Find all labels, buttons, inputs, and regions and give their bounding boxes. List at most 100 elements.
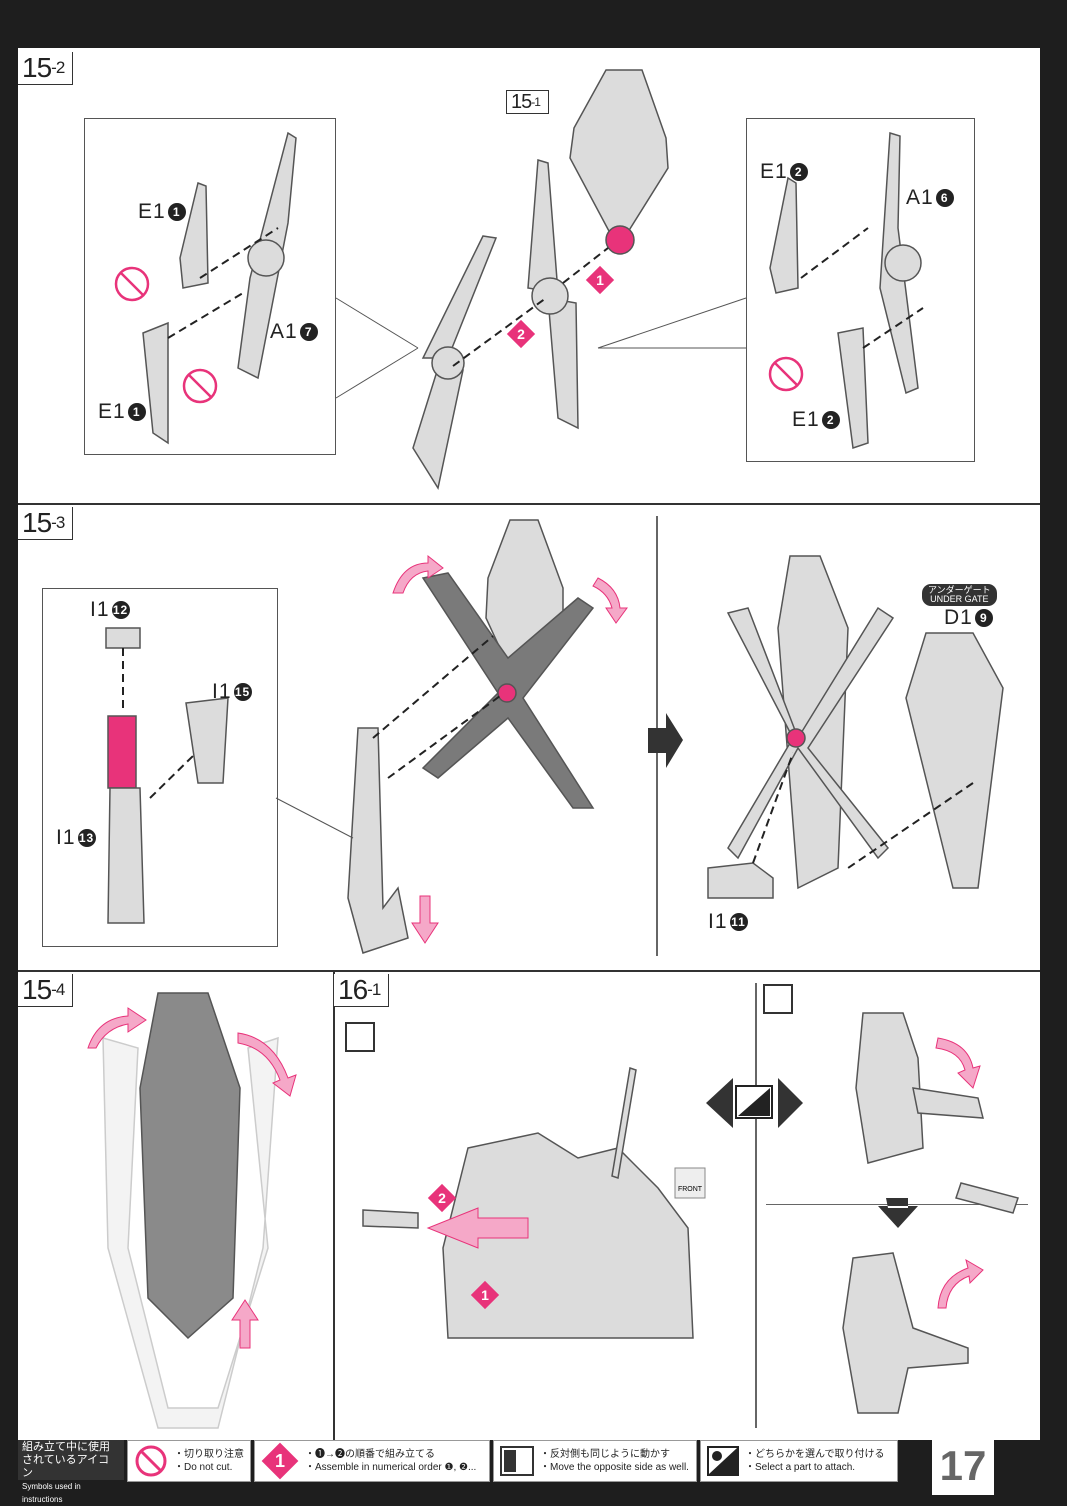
down-arrow-icon xyxy=(411,895,439,944)
part-code: I1 xyxy=(56,826,76,849)
under-gate-en: UNDER GATE xyxy=(930,594,989,604)
move-opposite-icon xyxy=(345,984,793,1052)
antenna xyxy=(611,1067,637,1179)
divider xyxy=(18,503,1040,505)
step-15-2-label: 15-2 xyxy=(18,52,74,85)
part-e1-2-upper xyxy=(769,176,799,294)
part-code: I1 xyxy=(708,910,728,933)
part-i1-11 xyxy=(707,862,774,899)
legend-text-en: ・Do not cut. xyxy=(174,1462,233,1473)
assembly-arrow xyxy=(752,752,794,864)
part-i1-13-shaft xyxy=(107,787,145,924)
legend-heading-jp: 組み立て中に使用されているアイコン xyxy=(22,1441,110,1479)
part-e1-1-lower xyxy=(142,321,169,445)
legend-text-jp: ・切り取り注意 xyxy=(174,1449,244,1460)
part-number: 11 xyxy=(729,913,748,931)
part-e1-2-lower xyxy=(837,327,869,449)
order-badge-1: 1 xyxy=(585,265,615,295)
folded-wing-ghost xyxy=(102,1036,279,1429)
step-sub: -4 xyxy=(51,980,65,999)
step-number: 16 xyxy=(338,974,368,1005)
part-number: 9 xyxy=(974,609,993,627)
legend-text-en: ・Select a part to attach. xyxy=(745,1462,856,1473)
step-number: 15 xyxy=(22,974,52,1005)
assembly-arrow xyxy=(199,227,279,279)
assembly-illustrations xyxy=(87,69,1019,1429)
legend-heading: 組み立て中に使用されているアイコン Symbols used in instru… xyxy=(18,1440,124,1504)
legend-numerical-order: 1 ・❶→❷の順番で組み立てる・Assemble in numerical or… xyxy=(254,1440,490,1482)
step-15-1-ref: 15-1 xyxy=(506,90,549,114)
down-arrow-icon xyxy=(878,1198,918,1228)
step-number: 15 xyxy=(511,91,532,113)
part-code: I1 xyxy=(212,680,232,703)
callout-line xyxy=(335,347,419,399)
arm-part-bottom xyxy=(842,1252,969,1414)
part-number: 1 xyxy=(167,203,186,221)
do-not-cut-icon xyxy=(135,1445,167,1477)
order-badge-1: 1 xyxy=(470,1280,500,1310)
legend-text-en: ・Assemble in numerical order ❶, ❷... xyxy=(305,1462,477,1473)
select-part-icon xyxy=(707,1446,739,1476)
part-e1-1-upper xyxy=(179,181,209,289)
fin-right-lower xyxy=(547,297,579,430)
up-arrow-icon xyxy=(231,1299,259,1349)
assembly-arrow xyxy=(452,297,547,367)
part-number: 7 xyxy=(299,323,318,341)
under-gate-jp: アンダーゲート xyxy=(928,585,991,595)
badge-number: 1 xyxy=(481,1287,489,1303)
assembly-arrow xyxy=(149,752,197,799)
badge-number: 1 xyxy=(596,272,604,288)
part-i1-13 xyxy=(107,715,137,789)
callout-line xyxy=(335,297,419,349)
next-arrow-icon xyxy=(648,713,683,768)
part-number: 13 xyxy=(77,829,96,847)
rotate-arrow-icon xyxy=(937,1258,984,1309)
part-number: 2 xyxy=(789,163,808,181)
legend-text-jp: ・❶→❷の順番で組み立てる xyxy=(305,1449,435,1460)
fin-right xyxy=(527,159,559,294)
instruction-page: 15-2 15-1 15-3 15-4 16-1 xyxy=(18,48,1040,1440)
small-part-16-1 xyxy=(362,1209,419,1229)
part-number: 1 xyxy=(127,403,146,421)
step-16-1-label: 16-1 xyxy=(334,974,390,1007)
order-badge-2: 2 xyxy=(506,319,536,349)
shield-15-4 xyxy=(139,992,241,1340)
step-15-4-label: 15-4 xyxy=(18,974,74,1007)
part-code: I1 xyxy=(90,598,110,621)
symbols-legend: 組み立て中に使用されているアイコン Symbols used in instru… xyxy=(18,1440,898,1504)
part-number: 2 xyxy=(821,411,840,429)
ring-a1-7 xyxy=(247,239,285,277)
divider xyxy=(18,970,1040,972)
part-d1-9 xyxy=(905,632,1004,889)
part-i1-15 xyxy=(185,697,229,784)
rotate-arrow-icon xyxy=(592,577,628,624)
step-number: 15 xyxy=(22,52,52,83)
handle-top xyxy=(912,1087,984,1119)
legend-select-part: ・どちらかを選んで取り付ける・Select a part to attach. xyxy=(700,1440,898,1482)
connector-pink xyxy=(497,683,517,703)
order-badge-2: 2 xyxy=(427,1183,457,1213)
part-code: A1 xyxy=(906,186,934,209)
part-code: E1 xyxy=(138,200,166,223)
part-code: E1 xyxy=(760,160,788,183)
assembly-arrow xyxy=(167,292,244,339)
move-opposite-icon xyxy=(500,1446,534,1476)
legend-text-jp: ・反対側も同じように動かす xyxy=(540,1449,670,1460)
part-number: 6 xyxy=(935,189,954,207)
step-number: 15 xyxy=(22,507,52,538)
part-code: D1 xyxy=(944,606,973,629)
legend-text-jp: ・どちらかを選んで取り付ける xyxy=(745,1449,885,1460)
rotate-arrow-icon xyxy=(87,1007,147,1049)
